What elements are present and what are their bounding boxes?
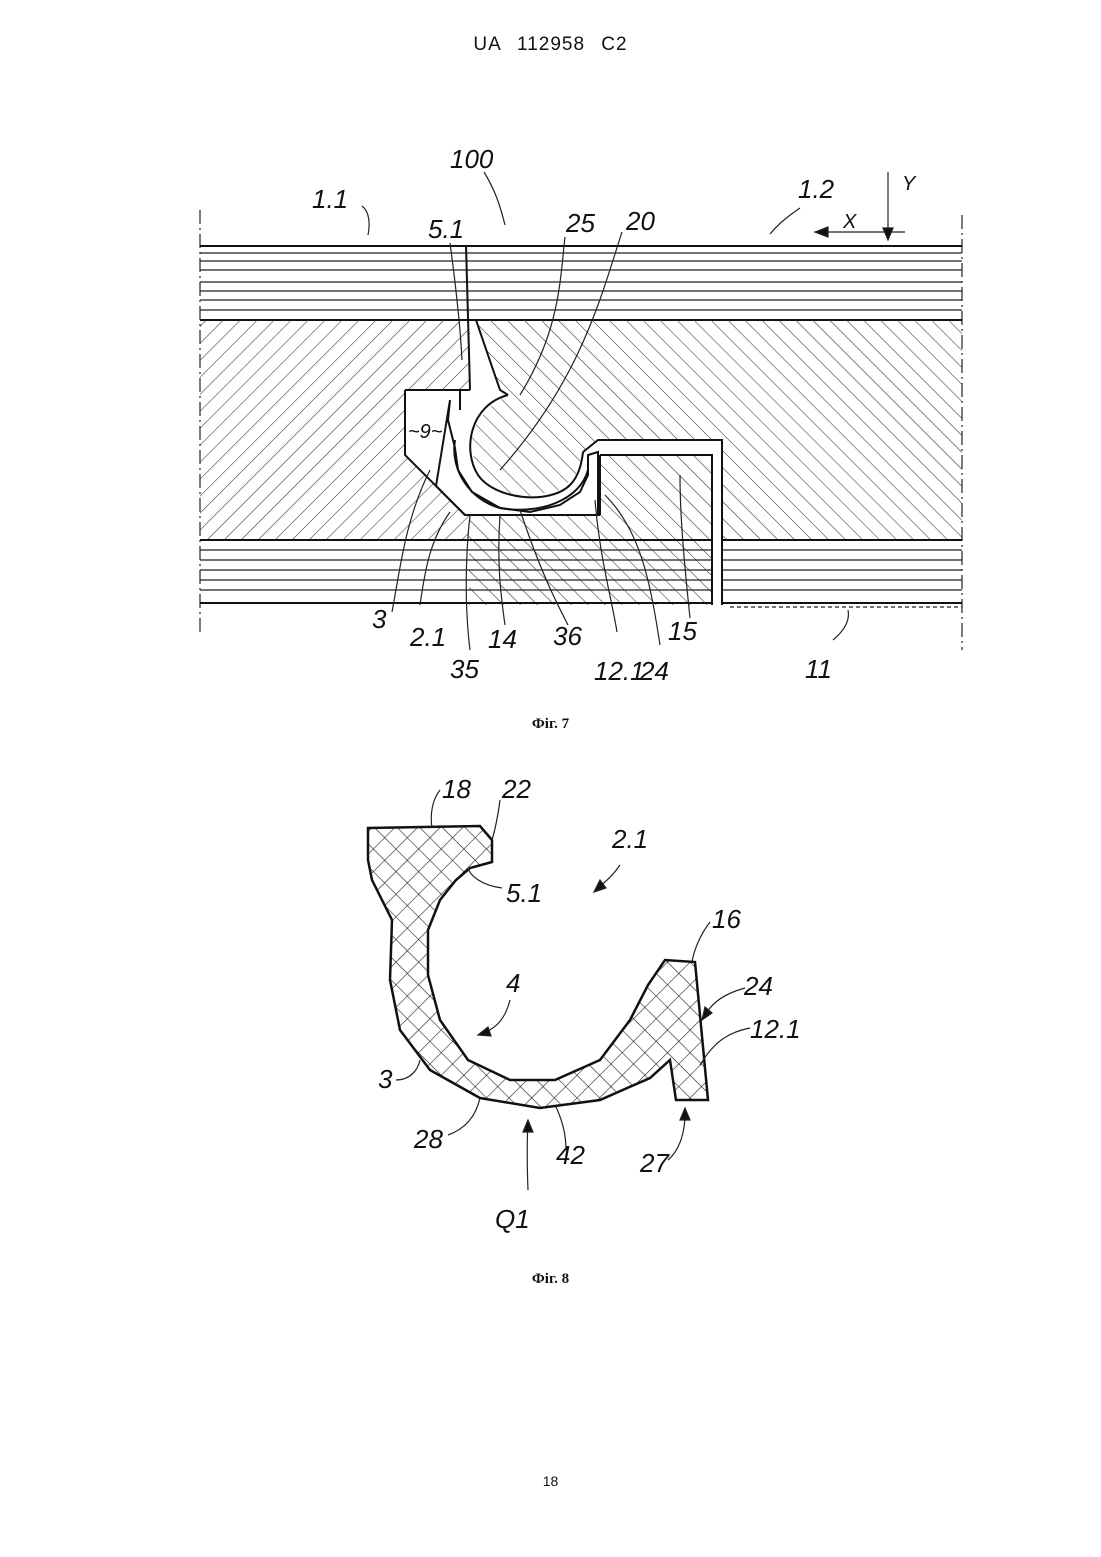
label-3: 3 [372,604,387,634]
label-22: 22 [501,774,531,804]
label-q1: Q1 [495,1204,530,1234]
label-3: 3 [378,1064,393,1094]
label-11: 11 [805,654,832,684]
figure-7-drawing: 100 1.1 1.2 5.1 25 20 X Y ~9~ 3 2.1 35 1… [0,0,1101,700]
label-9: ~9~ [408,421,443,443]
label-28: 28 [413,1124,443,1154]
label-35: 35 [450,654,479,684]
label-2-1: 2.1 [409,622,446,652]
label-14: 14 [488,624,517,654]
label-24: 24 [639,656,669,686]
label-5-1: 5.1 [506,878,542,908]
label-5-1: 5.1 [428,214,464,244]
seal-c-profile [368,826,708,1108]
label-27: 27 [639,1148,670,1178]
label-4: 4 [506,968,520,998]
label-36: 36 [553,621,582,651]
label-12-1: 12.1 [750,1014,801,1044]
label-1-2: 1.2 [798,174,835,204]
label-18: 18 [442,774,471,804]
figure-8-caption: Фіг. 8 [0,1271,1101,1288]
figure-8-drawing: 18 22 2.1 5.1 16 4 24 12.1 3 28 42 27 Q1 [0,760,1101,1260]
label-2-1: 2.1 [611,824,648,854]
label-100: 100 [450,144,494,174]
label-16: 16 [712,904,741,934]
label-25: 25 [565,208,595,238]
label-1-1: 1.1 [312,184,348,214]
page-number: 18 [0,1473,1101,1489]
label-20: 20 [625,206,655,236]
label-42: 42 [556,1140,585,1170]
figure-7-caption: Фіг. 7 [0,716,1101,733]
label-15: 15 [668,616,697,646]
label-12-1: 12.1 [594,656,645,686]
label-y: Y [902,173,917,195]
top-layer-lines [200,246,962,320]
label-24: 24 [743,971,773,1001]
label-x: X [842,211,857,233]
